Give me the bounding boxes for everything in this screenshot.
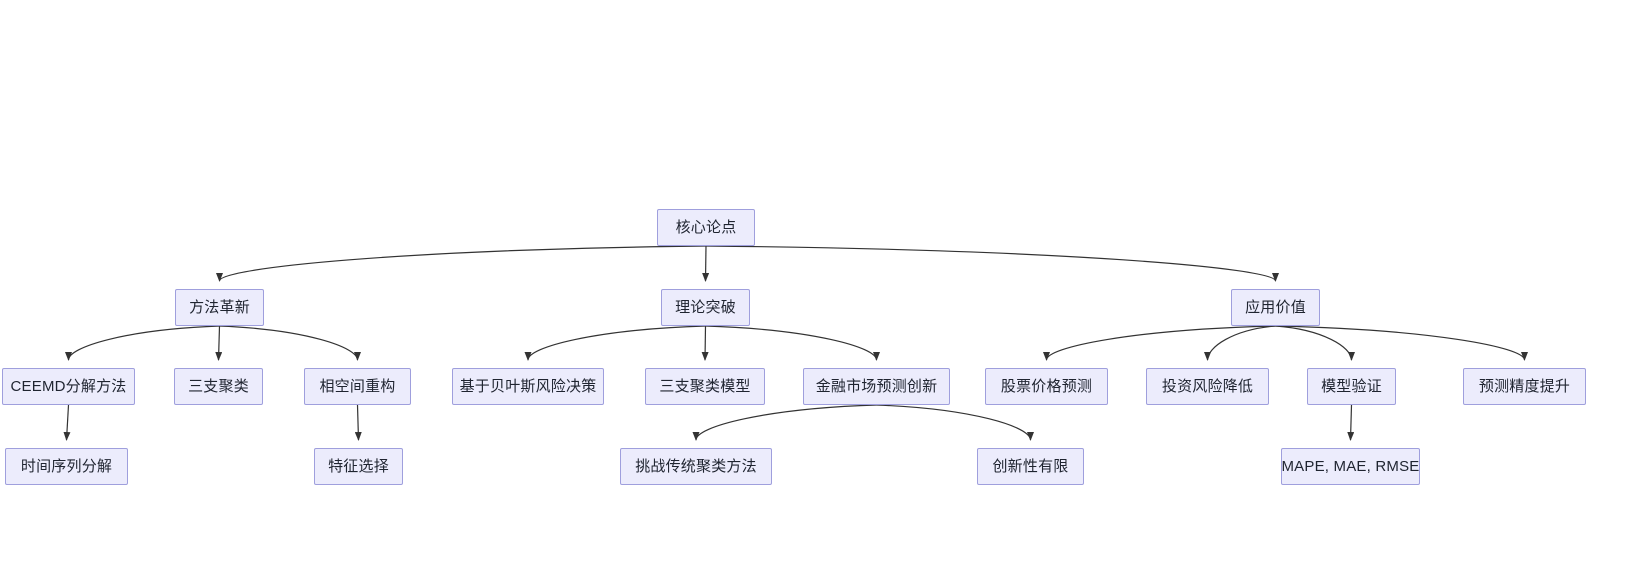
edge-method-to-threeway bbox=[215, 325, 223, 361]
node-label: 挑战传统聚类方法 bbox=[635, 458, 757, 475]
node-tsdecomp[interactable]: 时间序列分解 bbox=[5, 448, 128, 485]
edge-method-to-phasespace bbox=[219, 325, 361, 361]
edge-method-to-ceemd bbox=[65, 325, 220, 361]
node-label: 基于贝叶斯风险决策 bbox=[459, 378, 597, 395]
node-stock[interactable]: 股票价格预测 bbox=[985, 368, 1108, 405]
edge-application-to-stock bbox=[1043, 325, 1276, 361]
node-label: 方法革新 bbox=[189, 299, 250, 316]
node-metrics[interactable]: MAPE, MAE, RMSE bbox=[1281, 448, 1420, 485]
node-risk[interactable]: 投资风险降低 bbox=[1146, 368, 1269, 405]
edge-theory-to-finance bbox=[705, 325, 880, 361]
node-limited[interactable]: 创新性有限 bbox=[977, 448, 1084, 485]
node-label: 三支聚类模型 bbox=[659, 378, 751, 395]
node-ceemd[interactable]: CEEMD分解方法 bbox=[2, 368, 135, 405]
node-label: 创新性有限 bbox=[992, 458, 1069, 475]
node-label: 预测精度提升 bbox=[1478, 378, 1571, 395]
node-label: 相空间重构 bbox=[319, 378, 396, 395]
edge-application-to-risk bbox=[1204, 325, 1276, 361]
node-finance[interactable]: 金融市场预测创新 bbox=[803, 368, 950, 405]
node-label: CEEMD分解方法 bbox=[10, 378, 127, 395]
edge-ceemd-to-tsdecomp bbox=[63, 404, 71, 441]
node-application[interactable]: 应用价值 bbox=[1231, 289, 1320, 326]
node-threeway[interactable]: 三支聚类 bbox=[174, 368, 263, 405]
edge-theory-to-bayes bbox=[524, 325, 706, 361]
edge-finance-to-limited bbox=[876, 404, 1034, 441]
edge-root-to-application bbox=[705, 245, 1279, 282]
node-method[interactable]: 方法革新 bbox=[175, 289, 264, 326]
edge-validate-to-metrics bbox=[1347, 404, 1355, 441]
edge-phasespace-to-featselect bbox=[354, 404, 362, 441]
node-phasespace[interactable]: 相空间重构 bbox=[304, 368, 411, 405]
edge-finance-to-challenge bbox=[692, 404, 877, 441]
edge-theory-to-threewaymodel bbox=[701, 325, 709, 361]
node-validate[interactable]: 模型验证 bbox=[1307, 368, 1396, 405]
node-label: 模型验证 bbox=[1321, 378, 1382, 395]
edge-root-to-method bbox=[216, 245, 707, 282]
edge-application-to-accuracy bbox=[1275, 325, 1528, 361]
node-theory[interactable]: 理论突破 bbox=[661, 289, 750, 326]
node-accuracy[interactable]: 预测精度提升 bbox=[1463, 368, 1586, 405]
node-featselect[interactable]: 特征选择 bbox=[314, 448, 403, 485]
edge-root-to-theory bbox=[702, 245, 710, 282]
edge-paths bbox=[63, 245, 1528, 441]
node-label: MAPE, MAE, RMSE bbox=[1281, 458, 1420, 475]
node-label: 时间序列分解 bbox=[20, 458, 113, 475]
node-threewaymodel[interactable]: 三支聚类模型 bbox=[645, 368, 765, 405]
node-label: 投资风险降低 bbox=[1161, 378, 1254, 395]
node-challenge[interactable]: 挑战传统聚类方法 bbox=[620, 448, 772, 485]
node-label: 核心论点 bbox=[675, 219, 737, 236]
node-label: 三支聚类 bbox=[188, 378, 249, 395]
node-bayes[interactable]: 基于贝叶斯风险决策 bbox=[452, 368, 604, 405]
node-label: 金融市场预测创新 bbox=[815, 378, 938, 395]
node-root[interactable]: 核心论点 bbox=[657, 209, 755, 246]
node-label: 应用价值 bbox=[1245, 299, 1306, 316]
node-label: 股票价格预测 bbox=[1000, 378, 1093, 395]
node-label: 理论突破 bbox=[675, 299, 736, 316]
edge-application-to-validate bbox=[1275, 325, 1355, 361]
node-label: 特征选择 bbox=[328, 458, 389, 475]
